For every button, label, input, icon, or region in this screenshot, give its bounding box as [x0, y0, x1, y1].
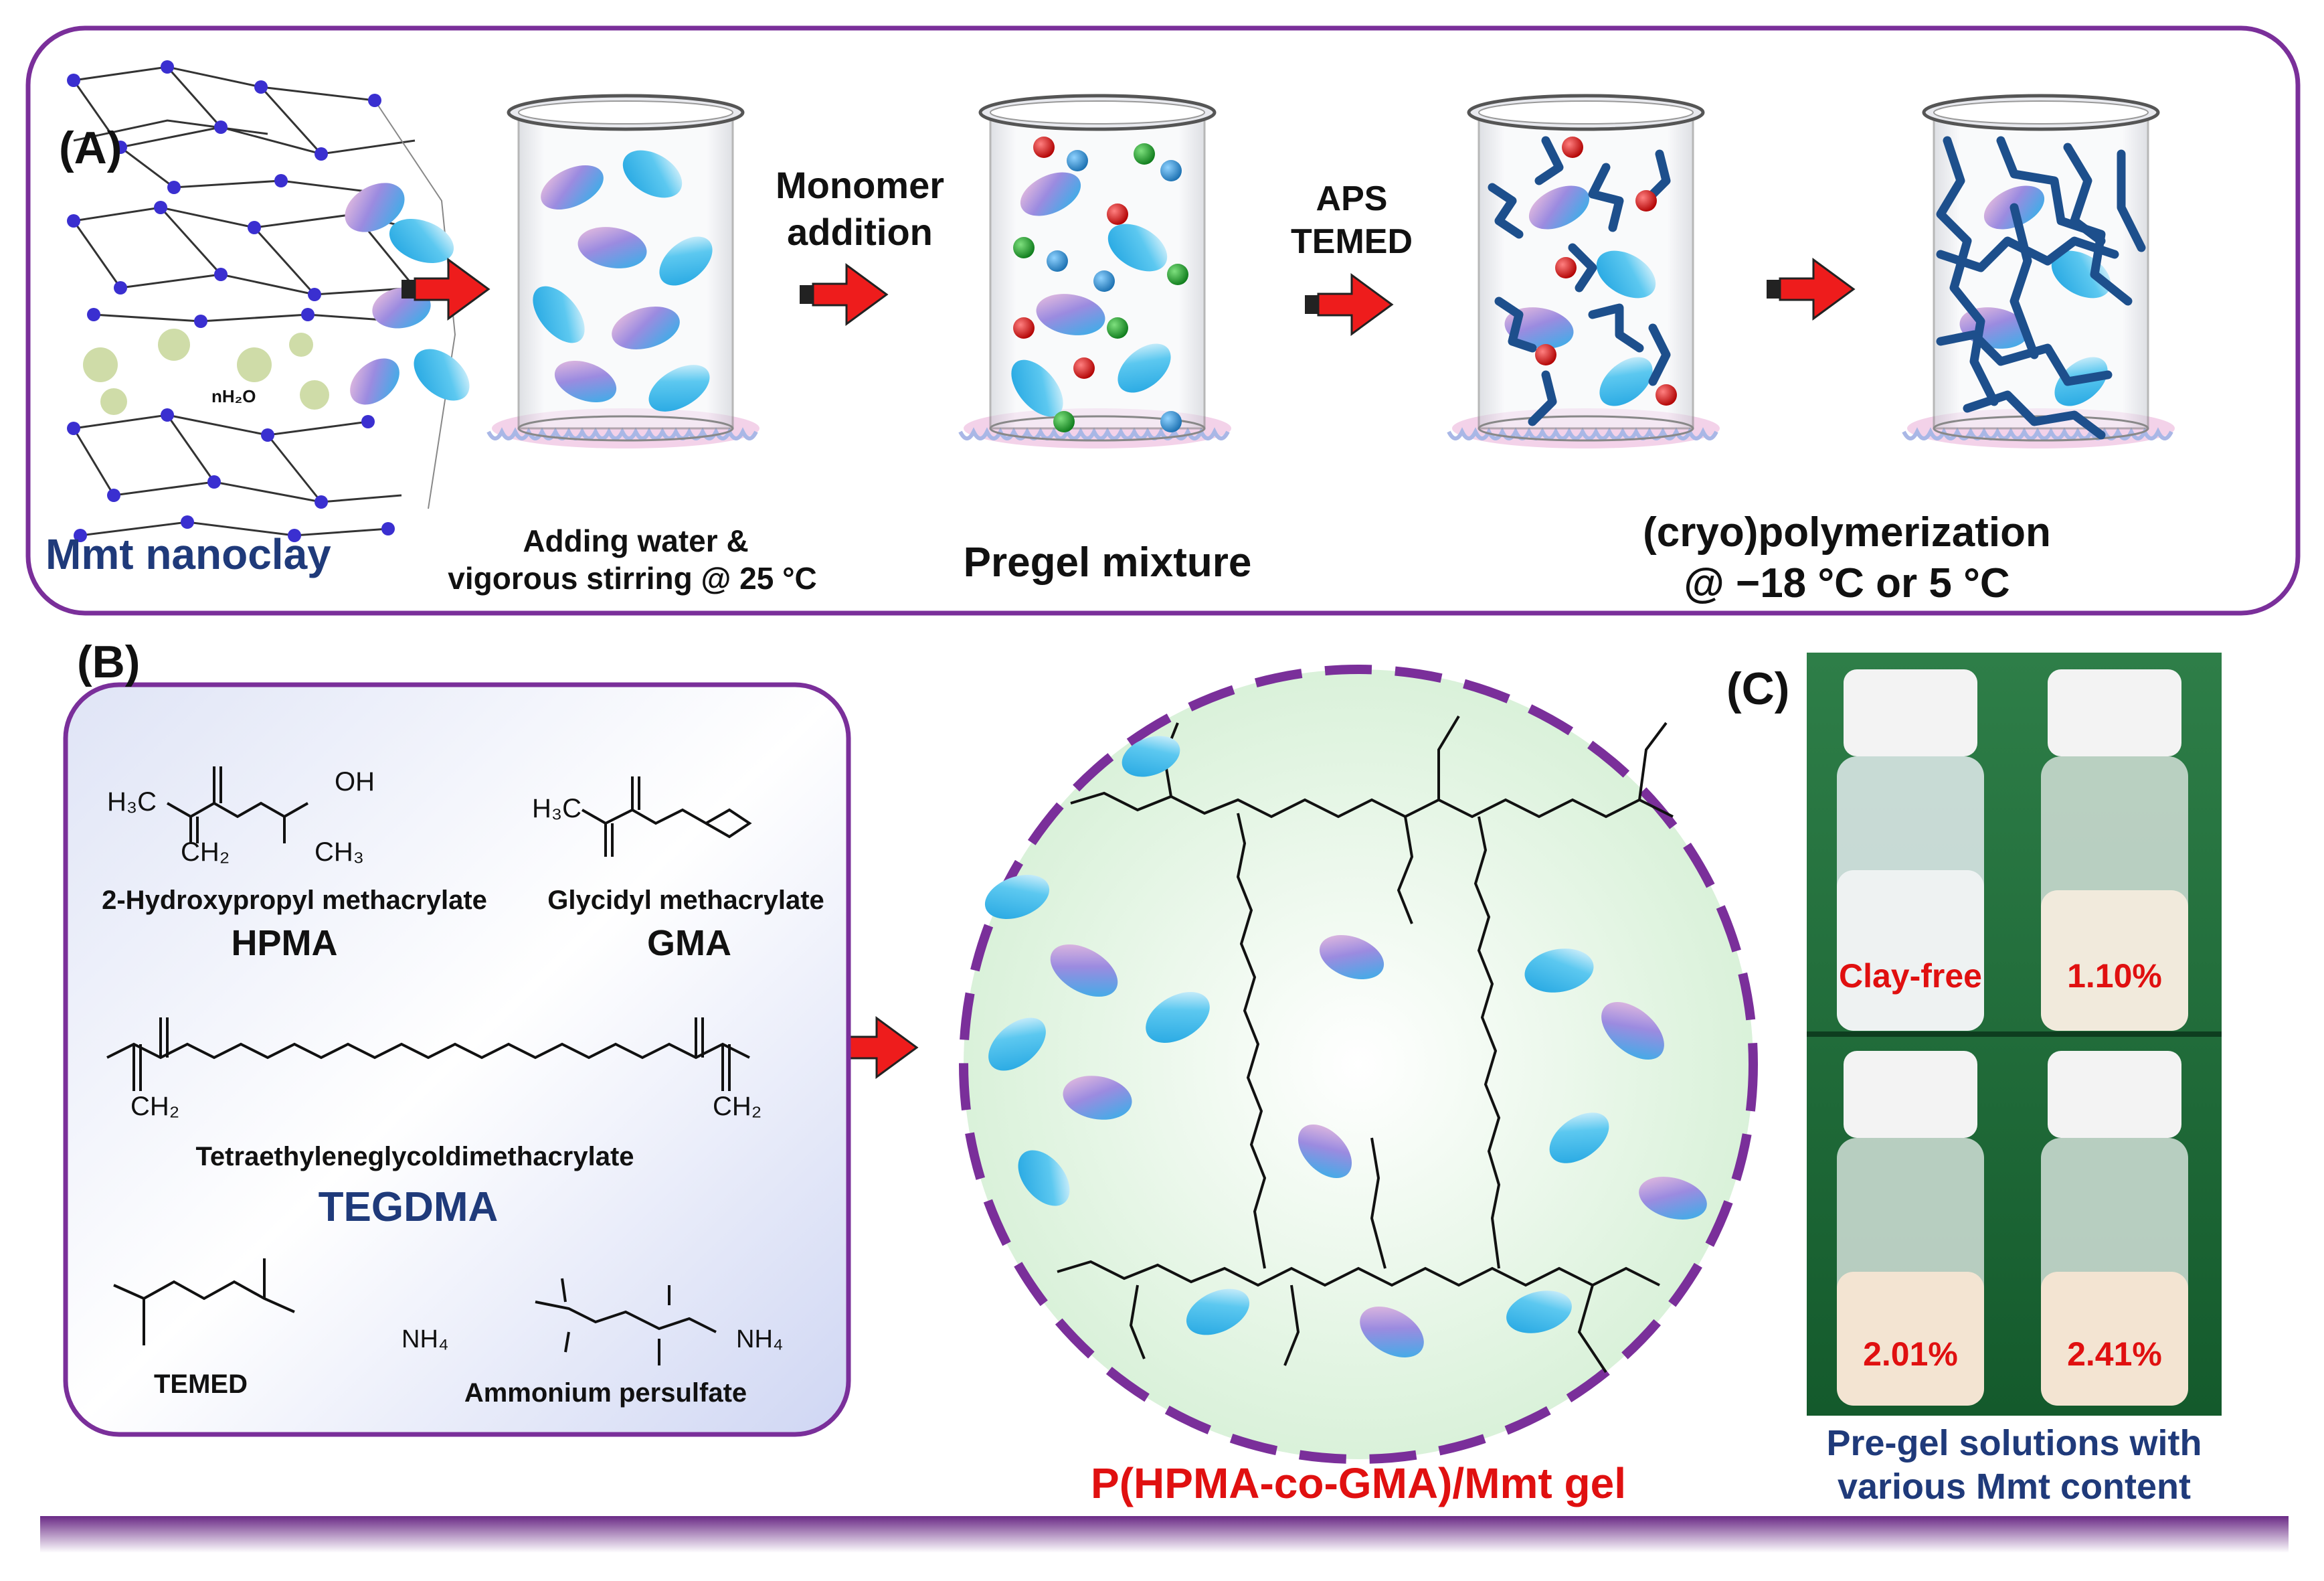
temed-name: TEMED	[154, 1369, 248, 1399]
step1-text-line2: vigorous stirring @ 25 °C	[448, 561, 817, 596]
gma-name: Glycidyl methacrylate	[547, 886, 824, 915]
vial-label-clay-free: Clay-free	[1839, 957, 1982, 995]
beaker-dispersion	[488, 96, 759, 448]
vials-photo	[1807, 653, 2222, 1416]
aps-structure	[535, 1278, 717, 1365]
tegdma-abbr: TEGDMA	[318, 1184, 499, 1230]
hpma-ch2: CH₂	[181, 837, 230, 867]
gma-structure	[582, 776, 752, 857]
panel-b-label: (B)	[77, 637, 141, 687]
mmt-nanoclay-label: Mmt nanoclay	[46, 530, 331, 578]
monomer-addition-line2: addition	[787, 211, 933, 253]
water-layer-label: nH₂O	[211, 386, 256, 406]
panel-a-label: (A)	[59, 122, 122, 173]
vial-label-2-01: 2.01%	[1863, 1335, 1958, 1373]
hpma-oh: OH	[335, 767, 375, 797]
gma-h3c: H₃C	[532, 794, 582, 823]
tegdma-structure	[106, 1017, 750, 1091]
monomer-addition-line1: Monomer	[776, 164, 944, 206]
vial-label-1-10: 1.10%	[2067, 957, 2162, 995]
tegdma-ch2-left: CH₂	[130, 1092, 180, 1121]
temed-structure	[113, 1258, 295, 1345]
interlayer-water-spheres	[83, 329, 329, 415]
hpma-abbr: HPMA	[231, 923, 338, 963]
beaker-polymerizing	[1449, 96, 1720, 448]
bottom-divider-bar	[40, 1516, 2289, 1553]
gma-abbr: GMA	[647, 923, 731, 963]
temed-label: TEMED	[1291, 222, 1413, 261]
pregel-mixture-label: Pregel mixture	[963, 539, 1252, 586]
exfoliated-discs	[345, 183, 470, 405]
nh4-left: NH₄	[401, 1325, 449, 1353]
hpma-name: 2-Hydroxypropyl methacrylate	[102, 886, 487, 915]
tegdma-name: Tetraethyleneglycoldimethacrylate	[195, 1142, 634, 1171]
nh4-right: NH₄	[736, 1325, 784, 1353]
gel-polymer-backbone	[1057, 715, 1674, 1374]
hpma-structure	[167, 766, 308, 843]
aps-name: Ammonium persulfate	[464, 1378, 747, 1408]
vials-caption-line1: Pre-gel solutions with	[1826, 1423, 2202, 1463]
mmt-atoms	[67, 60, 395, 542]
step1-text-line1: Adding water &	[523, 523, 749, 558]
vial-4	[2041, 1051, 2188, 1406]
vial-2	[2041, 669, 2188, 1031]
aps-label: APS	[1316, 179, 1388, 218]
monomer-box	[63, 682, 851, 1437]
tegdma-ch2-right: CH₂	[713, 1092, 762, 1121]
vial-3	[1837, 1051, 1984, 1406]
gel-network-circle	[959, 665, 1758, 1464]
beaker-gel-network	[1904, 96, 2175, 448]
vial-1	[1837, 669, 1984, 1031]
polymerization-line2: @ −18 °C or 5 °C	[1684, 560, 2010, 606]
gel-discs	[984, 736, 1707, 1357]
polymerization-line1: (cryo)polymerization	[1643, 509, 2051, 556]
vial-label-2-41: 2.41%	[2067, 1335, 2162, 1373]
hpma-h3c: H₃C	[107, 787, 157, 817]
hpma-ch3: CH₃	[315, 837, 365, 867]
panel-c-label: (C)	[1726, 663, 1790, 714]
vials-caption-line2: various Mmt content	[1837, 1467, 2192, 1507]
beaker-pregel	[960, 96, 1231, 448]
gel-label: P(HPMA-co-GMA)/Mmt gel	[1091, 1459, 1626, 1507]
